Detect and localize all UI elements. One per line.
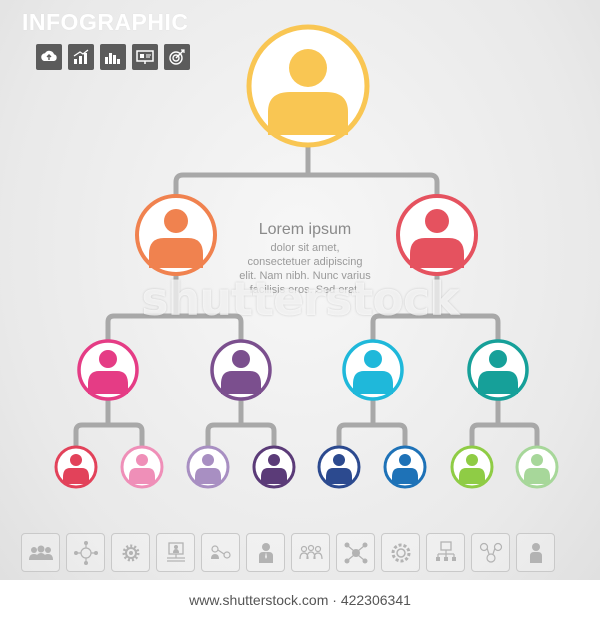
description-text-block: Lorem ipsum dolor sit amet, consectetuer… [230, 221, 380, 297]
person-node-member-5 [317, 445, 361, 489]
description-line: elit. Nam nibh. Nunc varius [239, 270, 371, 282]
team-group-icon [21, 533, 60, 572]
description-line: dolor sit amet, [270, 242, 340, 254]
target-arrow-icon [164, 44, 190, 70]
top-icon-row [36, 44, 190, 70]
gears-icon [111, 533, 150, 572]
person-node-manager-left [135, 194, 217, 276]
cloud-upload-icon [36, 44, 62, 70]
person-node-member-1 [54, 445, 98, 489]
watermark: shutterstock [141, 272, 460, 326]
money-network-icon [66, 533, 105, 572]
person-node-top [246, 24, 370, 148]
person-node-lead-4 [467, 339, 529, 401]
bottom-icon-row [21, 533, 555, 572]
person-node-member-4 [252, 445, 296, 489]
person-node-lead-3 [342, 339, 404, 401]
presentation-person-icon [156, 533, 195, 572]
businessman-icon [246, 533, 285, 572]
person-node-lead-2 [210, 339, 272, 401]
business-cycle-icon [471, 533, 510, 572]
person-node-member-3 [186, 445, 230, 489]
footer-credit: www.shutterstock.com · 422306341 [189, 592, 411, 608]
bar-chart-icon [100, 44, 126, 70]
description-title: Lorem ipsum [258, 221, 352, 238]
infographic-title: INFOGRAPHIC [22, 9, 189, 35]
presentation-board-icon [132, 44, 158, 70]
people-network-icon [201, 533, 240, 572]
person-node-member-7 [450, 445, 494, 489]
org-screen-icon [426, 533, 465, 572]
network-node-icon [336, 533, 375, 572]
person-node-lead-1 [77, 339, 139, 401]
description-line: facilisis eros. Sed erat. [249, 284, 361, 296]
rising-chart-icon [68, 44, 94, 70]
person-node-member-8 [515, 445, 559, 489]
description-line: consectetuer adipiscing [247, 256, 363, 268]
person-node-member-6 [383, 445, 427, 489]
footer-bar: www.shutterstock.com · 422306341 [0, 580, 600, 620]
person-node-manager-right [396, 194, 478, 276]
person-node-member-2 [120, 445, 164, 489]
settings-gear-icon [381, 533, 420, 572]
team-meeting-icon [291, 533, 330, 572]
manager-icon [516, 533, 555, 572]
connector-lines [73, 143, 540, 451]
